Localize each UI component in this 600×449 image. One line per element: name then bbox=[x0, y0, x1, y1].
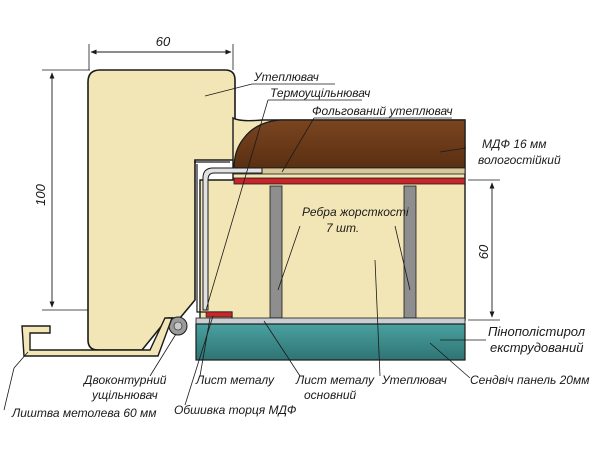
label-insulation-top: Утеплювач bbox=[253, 70, 319, 84]
label-ribs-2: 7 шт. bbox=[326, 221, 359, 235]
label-double-seal-2: ущільнювач bbox=[91, 388, 158, 402]
label-double-seal-1: Двоконтурний bbox=[82, 373, 167, 387]
sandwich-panel bbox=[195, 323, 466, 361]
panel-height-dimension: 60 bbox=[468, 179, 500, 321]
edge-trim-strip bbox=[205, 311, 233, 318]
label-xps-1: Пінополістирол bbox=[488, 324, 586, 339]
height-dimension-label: 100 bbox=[33, 183, 48, 205]
label-thermal-seal: Термоущільнювач bbox=[270, 86, 370, 100]
red-strip bbox=[233, 177, 466, 185]
stiffening-rib-left bbox=[269, 185, 283, 319]
main-sheet-metal bbox=[195, 317, 466, 325]
label-sheet-metal-main-2: основний bbox=[304, 388, 356, 402]
label-ribs-1: Ребра жорсткості bbox=[302, 205, 409, 219]
metal-casing bbox=[21, 317, 174, 357]
label-xps-2: екструдований bbox=[490, 340, 583, 355]
label-foil-insulation: Фольгований утеплювач bbox=[312, 104, 453, 118]
label-mdf-1: МДФ 16 мм bbox=[482, 137, 546, 151]
width-dimension: 60 bbox=[88, 34, 234, 70]
foil-insulation bbox=[233, 167, 466, 175]
label-metal-casing: Лиштва метолева 60 мм bbox=[11, 406, 157, 420]
width-dimension-label: 60 bbox=[156, 34, 171, 49]
height-dimension: 100 bbox=[33, 69, 90, 311]
label-mdf-2: вологостійкий bbox=[478, 153, 561, 167]
mdf-panel bbox=[233, 119, 466, 169]
label-insulation-bottom: Утеплювач bbox=[381, 373, 447, 387]
panel-height-dimension-label: 60 bbox=[476, 244, 491, 259]
label-edge-trim-mdf: Обшивка торця МДФ bbox=[174, 403, 297, 417]
label-sheet-metal: Лист металу bbox=[195, 373, 275, 387]
label-sandwich-panel: Сендвіч панель 20мм bbox=[470, 373, 589, 387]
label-sheet-metal-main-1: Лист металу bbox=[295, 373, 375, 387]
thermal-seal bbox=[202, 167, 263, 311]
